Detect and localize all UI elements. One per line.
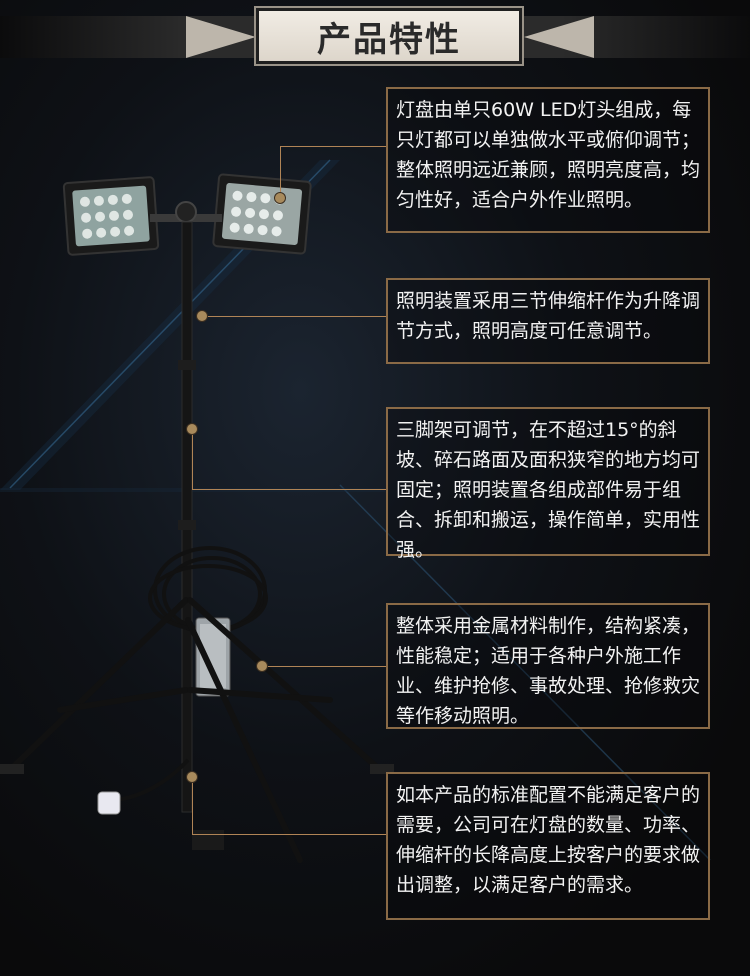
leader-dot-4 — [257, 661, 267, 671]
leader-line-3 — [192, 489, 386, 490]
leader-line-3-v — [192, 432, 193, 489]
leader-line-5 — [192, 834, 386, 835]
leader-dot-5 — [187, 772, 197, 782]
leader-dot-1 — [275, 193, 285, 203]
leader-dot-3 — [187, 424, 197, 434]
leader-line-5-v — [192, 778, 193, 834]
feature-text-2: 照明装置采用三节伸缩杆作为升降调节方式，照明高度可任意调节。 — [396, 290, 701, 342]
page-title: 产品特性 — [317, 19, 461, 60]
feature-text-5: 如本产品的标准配置不能满足客户的需要，公司可在灯盘的数量、功率、伸缩杆的长降高度… — [396, 784, 701, 896]
lamp-head-left — [62, 176, 160, 256]
leader-dot-2 — [197, 311, 207, 321]
feature-text-3: 三脚架可调节，在不超过15°的斜坡、碎石路面及面积狭窄的地方均可固定；照明装置各… — [396, 419, 701, 561]
feature-text-1: 灯盘由单只60W LED灯头组成，每只灯都可以单独做水平或俯仰调节；整体照明远近… — [396, 99, 701, 211]
leader-line-1 — [280, 146, 386, 147]
header-title-box: 产品特性 — [256, 8, 522, 64]
lamp-head-right — [212, 173, 312, 255]
feature-callout-5: 如本产品的标准配置不能满足客户的需要，公司可在灯盘的数量、功率、伸缩杆的长降高度… — [386, 772, 710, 920]
feature-text-4: 整体采用金属材料制作，结构紧凑，性能稳定；适用于各种户外施工作业、维护抢修、事故… — [396, 615, 701, 727]
leader-line-1-v — [280, 146, 281, 194]
header-arrow-left — [186, 16, 256, 58]
header-arrow-right — [524, 16, 594, 58]
feature-callout-3: 三脚架可调节，在不超过15°的斜坡、碎石路面及面积狭窄的地方均可固定；照明装置各… — [386, 407, 710, 561]
leader-line-4 — [266, 666, 386, 667]
feature-callout-1: 灯盘由单只60W LED灯头组成，每只灯都可以单独做水平或俯仰调节；整体照明远近… — [386, 87, 710, 233]
feature-callout-2: 照明装置采用三节伸缩杆作为升降调节方式，照明高度可任意调节。 — [386, 278, 710, 364]
leader-line-2 — [205, 316, 386, 317]
feature-callout-4: 整体采用金属材料制作，结构紧凑，性能稳定；适用于各种户外施工作业、维护抢修、事故… — [386, 603, 710, 729]
